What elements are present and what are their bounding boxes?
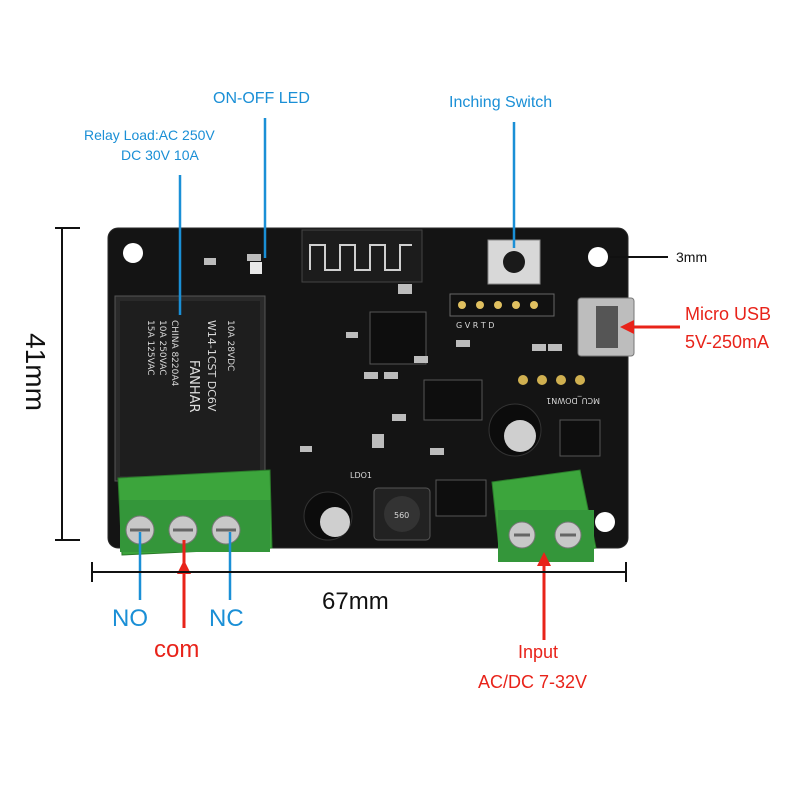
- relay-terminal-block: [117, 469, 273, 556]
- ic-chips: [369, 311, 601, 517]
- micro-usb-label-line2: 5V-250mA: [685, 332, 770, 352]
- wifi-antenna: [301, 229, 423, 283]
- relay-load-label-line2: DC 30V 10A: [121, 147, 199, 163]
- mount-hole-tr: [588, 247, 608, 267]
- micro-usb-label-line1: Micro USB: [685, 304, 772, 324]
- on-off-led-label: ON-OFF LED: [213, 90, 310, 107]
- relay-model-text: W14-1CST DC6V: [205, 320, 218, 412]
- nc-terminal-label: NC: [209, 605, 244, 632]
- no-terminal-label: NO: [112, 605, 148, 632]
- electrolytic-capacitors: [303, 403, 542, 541]
- mcu-download-text: MCU_DOWN1: [546, 396, 600, 405]
- width-dimension-label: 67mm: [322, 588, 389, 615]
- relay: FANHAR W14-1CST DC6V 15A 125VAC 10A 250V…: [114, 295, 266, 482]
- pin-header: G V R T D: [449, 293, 555, 330]
- input-label-line1: Input: [518, 642, 559, 662]
- annotation-arrows-red: [177, 320, 680, 640]
- inching-switch-label: Inching Switch: [449, 94, 553, 111]
- smd-components: [204, 254, 562, 455]
- relay-brand-text: FANHAR: [186, 360, 201, 413]
- mount-hole-tl: [123, 243, 143, 263]
- inductor-text: 560: [394, 511, 409, 520]
- input-label-line2: AC/DC 7-32V: [478, 672, 588, 692]
- pin-header-text: G V R T D: [456, 321, 494, 330]
- relay-load-label-line1: Relay Load:AC 250V: [84, 127, 215, 143]
- mount-hole-label: 3mm: [676, 249, 708, 265]
- relay-rating1-text: 15A 125VAC: [145, 320, 155, 376]
- inductor: 560: [373, 487, 431, 541]
- micro-usb-port: [577, 297, 635, 357]
- height-dimension-label: 41mm: [19, 333, 51, 411]
- annotation-lines-blue: [138, 118, 516, 600]
- mount-hole-br: [595, 512, 615, 532]
- relay-rating3-text: CHINA 8220A4: [169, 320, 179, 387]
- relay-rating2-text: 10A 250VAC: [157, 320, 167, 376]
- ldo-text: LDO1: [350, 471, 372, 480]
- on-off-led-component: [250, 262, 262, 274]
- dimension-lines: [55, 227, 627, 582]
- relay-extra-text: 10A 28VDC: [225, 320, 235, 371]
- com-terminal-label: com: [154, 636, 200, 663]
- mcu-download-pads: MCU_DOWN1: [518, 375, 600, 405]
- input-terminal-block: [491, 469, 597, 562]
